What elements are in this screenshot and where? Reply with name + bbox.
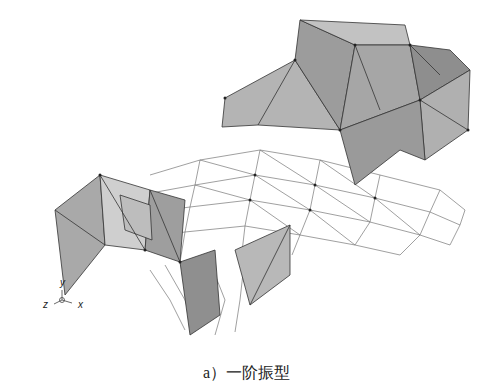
axis-label: z xyxy=(43,300,48,310)
figure-caption: a）一阶振型 xyxy=(203,365,290,381)
mode-shape-illustration xyxy=(0,0,494,340)
axis-label: y xyxy=(60,278,65,288)
axis-label: x xyxy=(78,300,83,310)
deformed-panels xyxy=(55,20,470,335)
mesh-nodes xyxy=(99,44,470,264)
undeformed-wireframe xyxy=(130,150,465,335)
axis-triad xyxy=(54,290,72,304)
